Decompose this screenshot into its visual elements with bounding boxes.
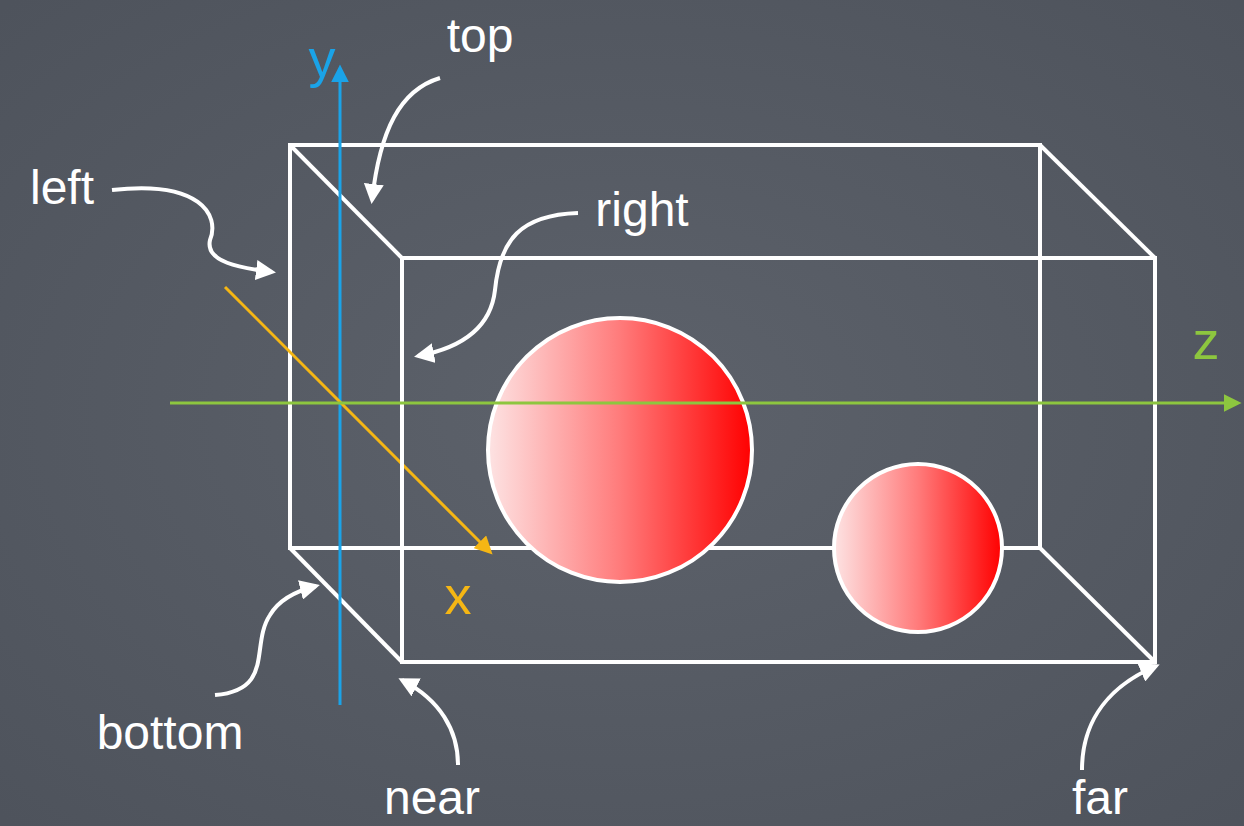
large-sphere: [488, 318, 752, 582]
x-axis: [225, 287, 490, 552]
y-axis: [339, 68, 342, 705]
axis-label: y: [309, 31, 336, 85]
plane-label: top: [447, 12, 514, 60]
plane-label: far: [1072, 774, 1128, 822]
plane-label: near: [384, 774, 480, 822]
axis-label: z: [1193, 313, 1220, 367]
small-sphere: [834, 464, 1002, 632]
axis-label: x: [445, 568, 472, 622]
plane-label: left: [30, 164, 94, 212]
leader-arrows: [112, 78, 1156, 770]
box-front-face: [402, 258, 1155, 662]
z-axis: [170, 402, 1238, 405]
plane-label: bottom: [97, 709, 244, 757]
plane-label: right: [595, 186, 688, 234]
